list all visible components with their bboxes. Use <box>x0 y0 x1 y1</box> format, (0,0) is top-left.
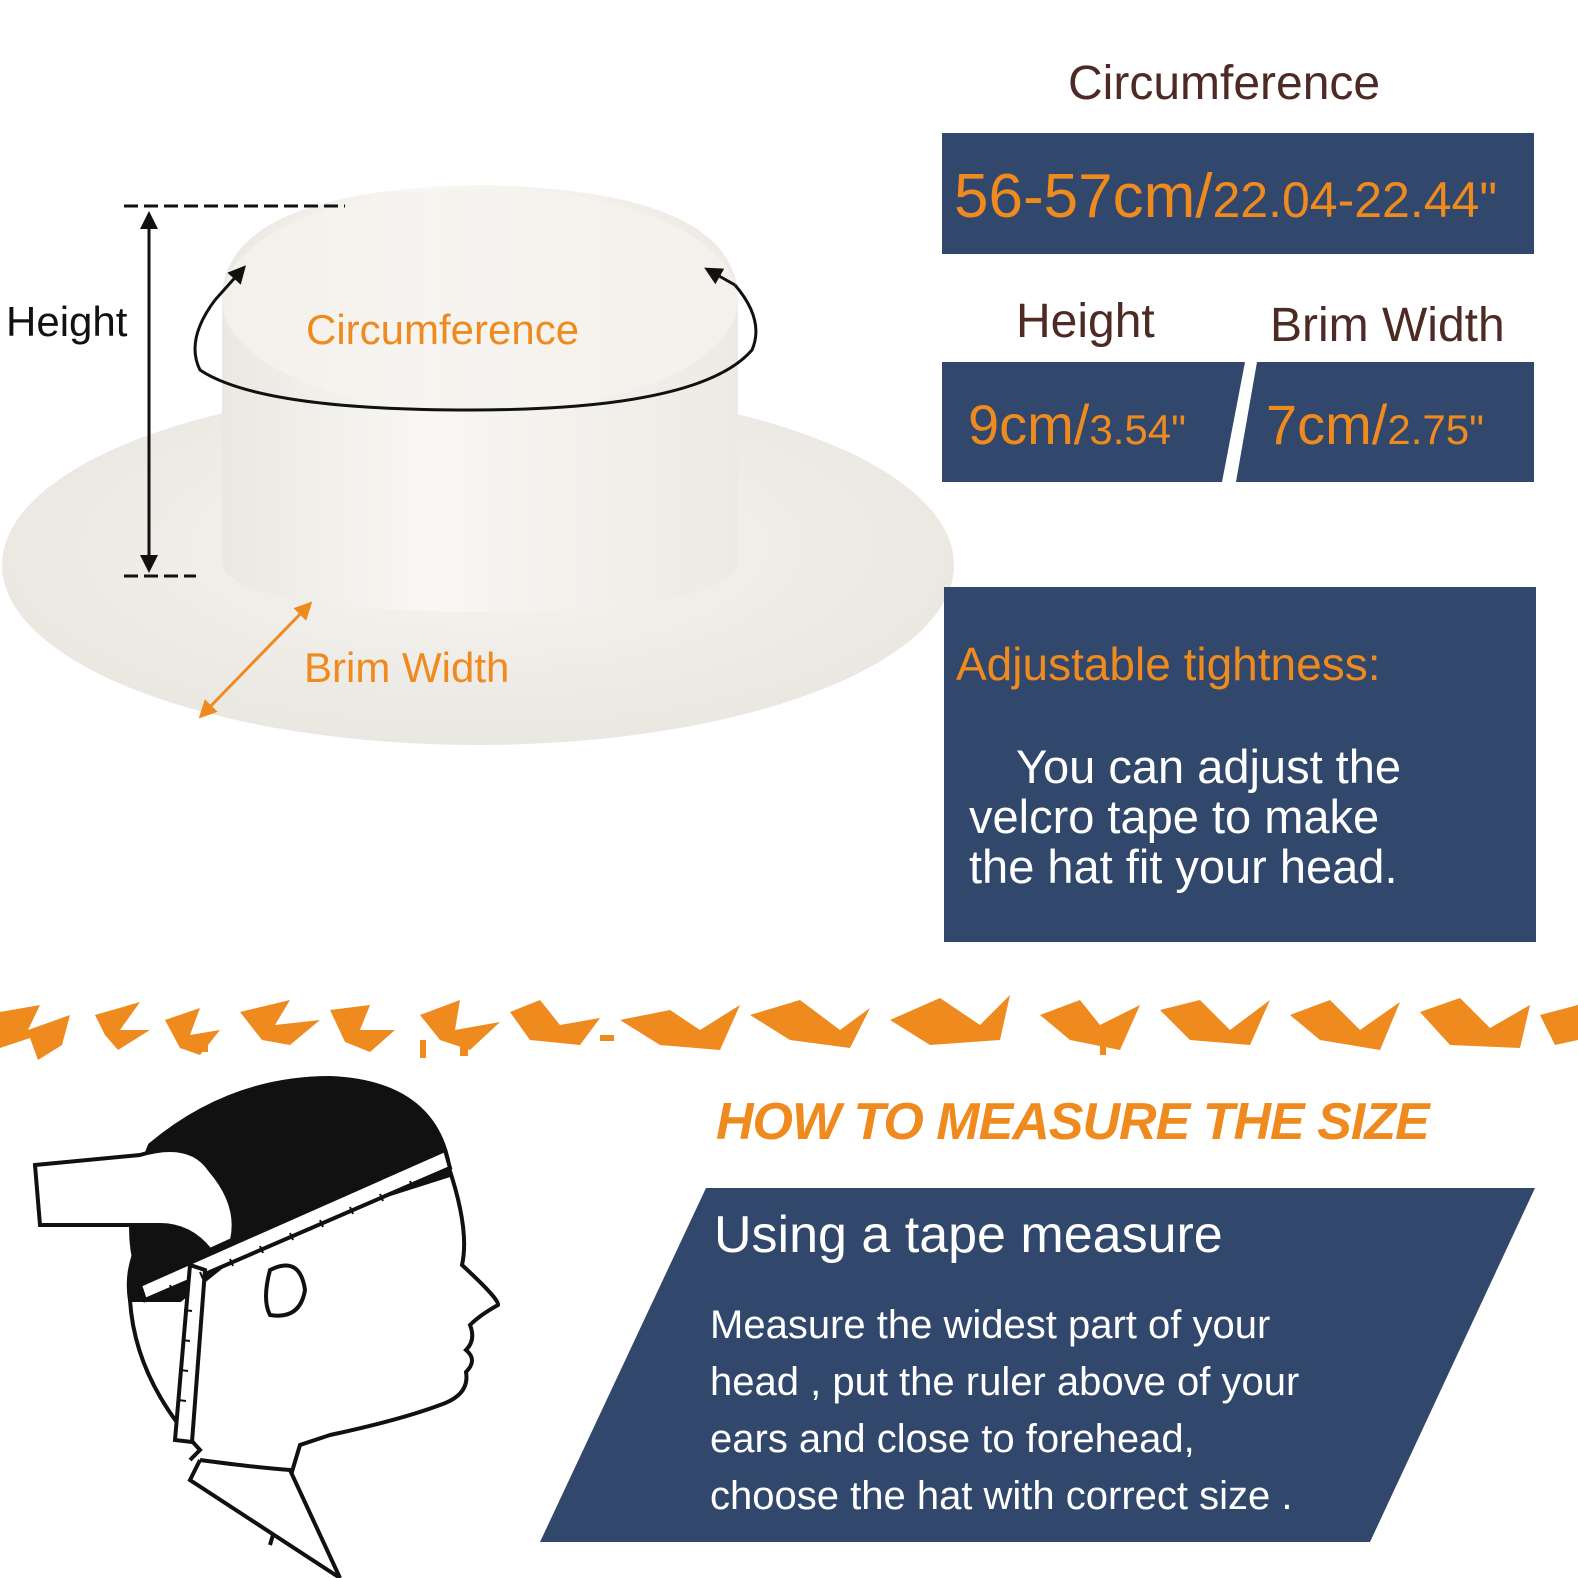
brim-in: 2.75" <box>1387 406 1485 453</box>
adjustable-line3: the hat fit your head. <box>969 840 1398 893</box>
hat-brim-label: Brim Width <box>304 644 510 691</box>
measure-line3: ears and close to forehead, <box>710 1417 1195 1461</box>
measure-line4: choose the hat with correct size . <box>710 1474 1293 1518</box>
height-in: 3.54" <box>1089 406 1187 453</box>
adjustable-title: Adjustable tightness: <box>956 638 1381 690</box>
circumference-box: 56-57cm/22.04-22.44" <box>942 133 1534 254</box>
hat-circumference-label: Circumference <box>306 306 580 353</box>
brim-box <box>1236 362 1534 482</box>
adjustable-line1: You can adjust the <box>1016 740 1402 793</box>
adjustable-line2: velcro tape to make <box>969 790 1380 843</box>
measure-line2: head , put the ruler above of your <box>710 1360 1300 1404</box>
brim-arrow <box>198 601 313 719</box>
circumference-cm: 56-57cm/ <box>954 162 1213 231</box>
brim-cm: 7cm/ <box>1266 393 1388 456</box>
head-outline <box>268 1164 500 1546</box>
tape-measure <box>137 1147 453 1303</box>
circumference-in: 22.04-22.44" <box>1212 172 1498 228</box>
measure-title: Using a tape measure <box>714 1206 1223 1264</box>
circumference-title: Circumference <box>1068 57 1381 110</box>
hat-height-label: Height <box>6 298 128 345</box>
measure-line1: Measure the widest part of your <box>710 1303 1271 1347</box>
measure-box <box>540 1188 1535 1542</box>
adjustable-box: Adjustable tightness: You can adjust the… <box>944 587 1536 942</box>
circumference-ring <box>193 284 758 412</box>
brim-title: Brim Width <box>1270 299 1505 352</box>
measure-heading: HOW TO MEASURE THE SIZE <box>716 1093 1430 1151</box>
height-cm: 9cm/ <box>968 393 1090 456</box>
height-title: Height <box>1016 295 1155 348</box>
hand <box>32 1148 236 1253</box>
height-box <box>942 362 1245 482</box>
